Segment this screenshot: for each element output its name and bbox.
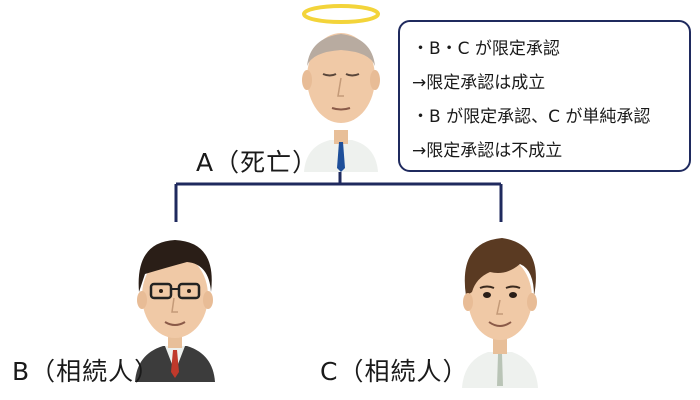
note-line: ・B・C が限定承認 bbox=[412, 39, 560, 59]
person-a-portrait bbox=[290, 0, 390, 172]
note-box: ・B・C が限定承認 →限定承認は成立 ・B が限定承認、C が単純承認 →限定… bbox=[398, 20, 691, 172]
halo-icon bbox=[302, 4, 380, 24]
person-c-portrait bbox=[450, 222, 550, 388]
glasses-icon bbox=[149, 282, 201, 300]
note-line: →限定承認は成立 bbox=[412, 73, 546, 93]
note-line: →限定承認は不成立 bbox=[412, 141, 563, 161]
person-a-label: A（死亡） bbox=[196, 148, 319, 177]
person-c-label: C（相続人） bbox=[320, 357, 469, 386]
person-b-portrait bbox=[125, 222, 225, 382]
person-b-label: B（相続人） bbox=[12, 357, 161, 386]
note-line: ・B が限定承認、C が単純承認 bbox=[412, 107, 651, 127]
